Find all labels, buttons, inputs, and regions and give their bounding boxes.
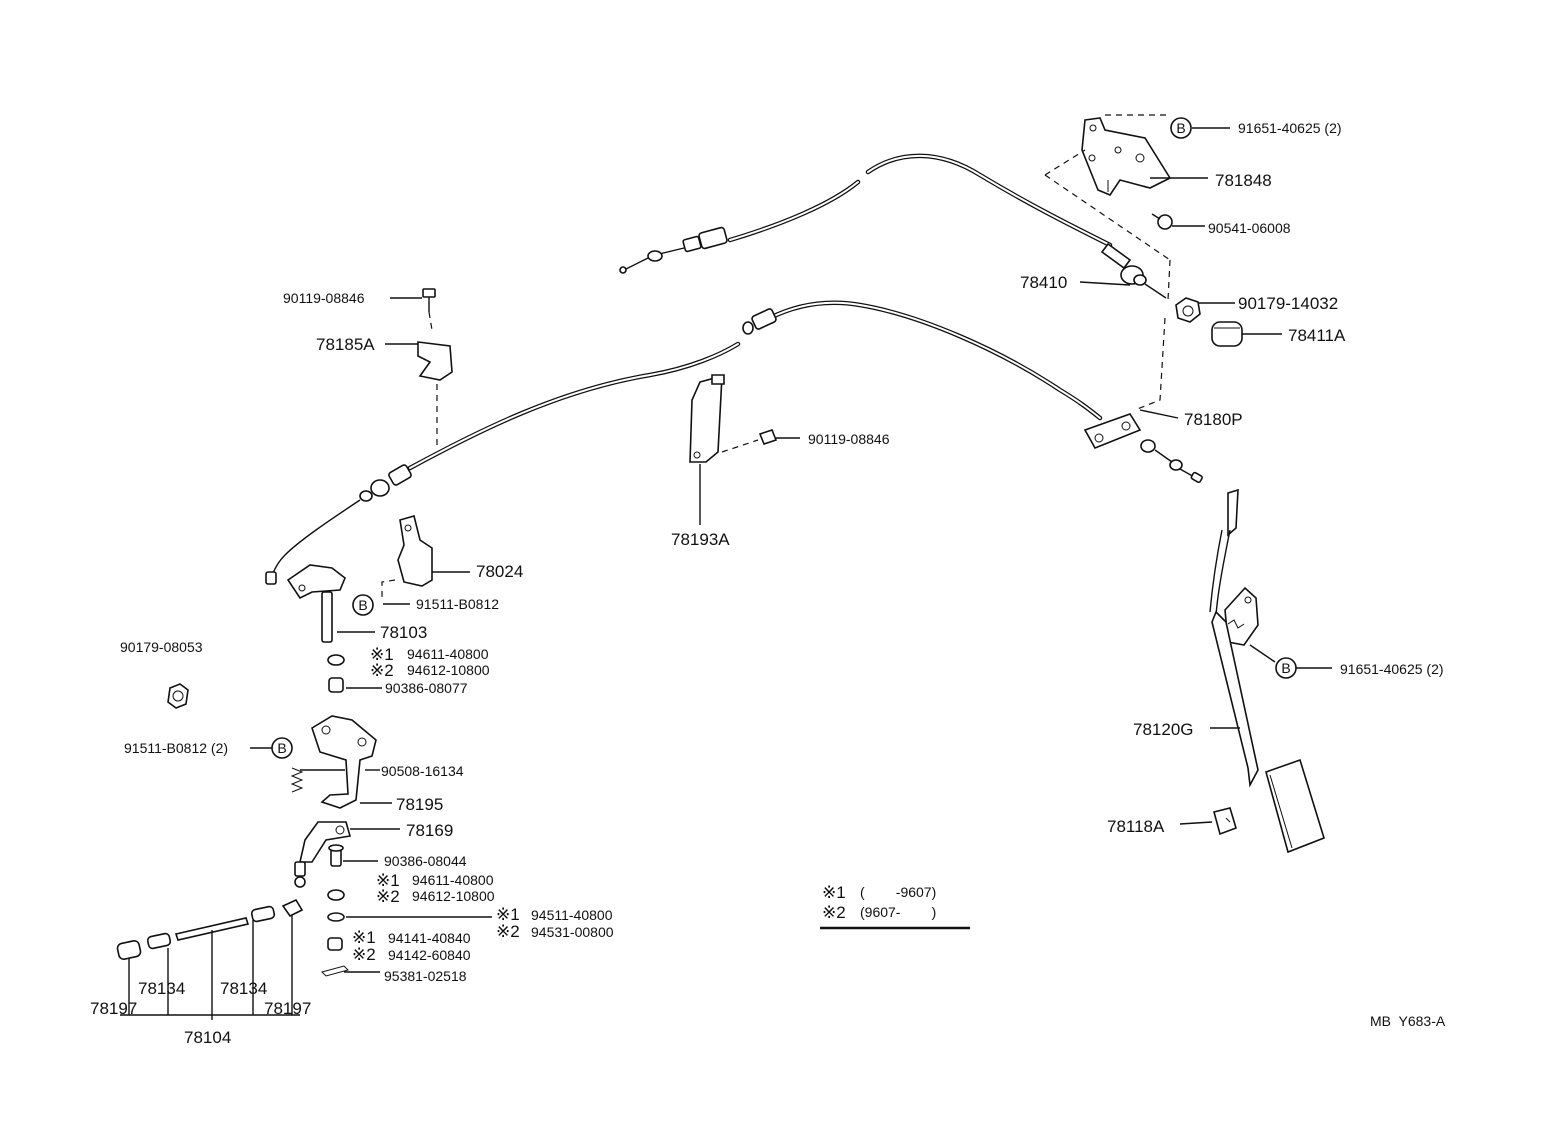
label-91511-b0812-a: 91511-B0812 bbox=[416, 596, 499, 612]
label-78120g: 78120G bbox=[1133, 720, 1194, 739]
bracket-78185a bbox=[385, 288, 453, 445]
diagram-code: MB Y683-A bbox=[1370, 1013, 1446, 1029]
label-94612-10800-b: 94612-10800 bbox=[412, 888, 495, 904]
note-mark-1b: ※1 bbox=[376, 871, 400, 890]
label-94142-60840: 94142-60840 bbox=[388, 947, 471, 963]
note-mark-1a: ※1 bbox=[370, 645, 394, 664]
label-94611-40800-a: 94611-40800 bbox=[407, 646, 489, 662]
label-78184b: 781848 bbox=[1215, 171, 1272, 190]
label-78197-b: 78197 bbox=[264, 999, 311, 1018]
label-78103: 78103 bbox=[380, 623, 427, 642]
b-marker-label: B bbox=[1281, 660, 1290, 676]
label-78197-a: 78197 bbox=[90, 999, 137, 1018]
label-78180p: 78180P bbox=[1184, 410, 1243, 429]
note-mark-2c: ※2 bbox=[496, 922, 520, 941]
rod-assembly-78104 bbox=[116, 898, 304, 1020]
label-78195: 78195 bbox=[396, 795, 443, 814]
label-94612-10800-a: 94612-10800 bbox=[407, 662, 490, 678]
bracket-78184b bbox=[1044, 114, 1172, 411]
bracket-78024 bbox=[381, 515, 470, 600]
label-94531-00800: 94531-00800 bbox=[531, 924, 614, 940]
label-90119-08846-b: 90119-08846 bbox=[808, 431, 890, 447]
bracket-78195 bbox=[290, 715, 392, 809]
label-90386-08077: 90386-08077 bbox=[385, 680, 468, 696]
label-94141-40840: 94141-40840 bbox=[388, 930, 471, 946]
b-marker-pedal: B bbox=[1275, 657, 1297, 679]
legend: ※1 ( -9607) ※2 (9607- ) bbox=[820, 883, 970, 930]
upper-accelerator-cable bbox=[619, 153, 1167, 299]
screw-90541-06008 bbox=[1151, 213, 1173, 230]
legend-mark-1: ※1 bbox=[822, 883, 846, 902]
label-78134-a: 78134 bbox=[138, 979, 185, 998]
nut-90179-14032 bbox=[1175, 297, 1201, 323]
pedal-78120g bbox=[1209, 488, 1325, 854]
note-mark-1c: ※1 bbox=[496, 905, 520, 924]
b-marker-top: B bbox=[1170, 117, 1192, 139]
label-78411a: 78411A bbox=[1288, 326, 1346, 345]
lower-throttle-cable bbox=[265, 300, 1203, 585]
label-78134-b: 78134 bbox=[220, 979, 267, 998]
b-marker-label: B bbox=[277, 740, 286, 756]
label-90179-08053: 90179-08053 bbox=[120, 639, 203, 655]
label-94611-40800-b: 94611-40800 bbox=[412, 872, 494, 888]
label-90179-14032: 90179-14032 bbox=[1238, 294, 1338, 313]
label-91651-top: 91651-40625 (2) bbox=[1238, 120, 1342, 136]
b-marker-78195: B bbox=[271, 737, 293, 759]
label-90386-08044: 90386-08044 bbox=[384, 853, 467, 869]
label-95381-02518: 95381-02518 bbox=[384, 968, 467, 984]
note-mark-2b: ※2 bbox=[376, 887, 400, 906]
label-91651-bottom: 91651-40625 (2) bbox=[1340, 661, 1444, 677]
label-78118a: 78118A bbox=[1107, 817, 1165, 836]
label-90508-16134: 90508-16134 bbox=[381, 763, 464, 779]
lever-78103 bbox=[286, 564, 382, 693]
note-mark-1d: ※1 bbox=[352, 928, 376, 947]
bracket-78193a bbox=[689, 374, 800, 525]
label-90119-08846-a: 90119-08846 bbox=[283, 290, 365, 306]
b-marker-label: B bbox=[1176, 120, 1185, 136]
label-94511-40800: 94511-40800 bbox=[531, 907, 613, 923]
leader-lines bbox=[250, 127, 1332, 825]
label-78024: 78024 bbox=[476, 562, 523, 581]
b-marker-78024: B bbox=[352, 594, 374, 616]
label-78104: 78104 bbox=[184, 1028, 231, 1047]
legend-range-1: ( -9607) bbox=[860, 884, 936, 900]
legend-range-2: (9607- ) bbox=[860, 904, 936, 920]
label-78185a: 78185A bbox=[316, 335, 375, 354]
label-78193a: 78193A bbox=[671, 530, 730, 549]
label-78169: 78169 bbox=[406, 821, 453, 840]
label-78410: 78410 bbox=[1020, 273, 1067, 292]
legend-mark-2: ※2 bbox=[822, 903, 846, 922]
label-90541-06008: 90541-06008 bbox=[1208, 220, 1291, 236]
cap-78411a bbox=[1211, 321, 1243, 347]
note-mark-2d: ※2 bbox=[352, 945, 376, 964]
b-marker-label: B bbox=[358, 597, 367, 613]
stopper-78118a bbox=[1213, 807, 1237, 836]
lever-78169 bbox=[294, 821, 492, 977]
nut-90179-08053 bbox=[167, 683, 189, 709]
note-mark-2a: ※2 bbox=[370, 661, 394, 680]
label-91511-b0812-b: 91511-B0812 (2) bbox=[124, 740, 228, 756]
